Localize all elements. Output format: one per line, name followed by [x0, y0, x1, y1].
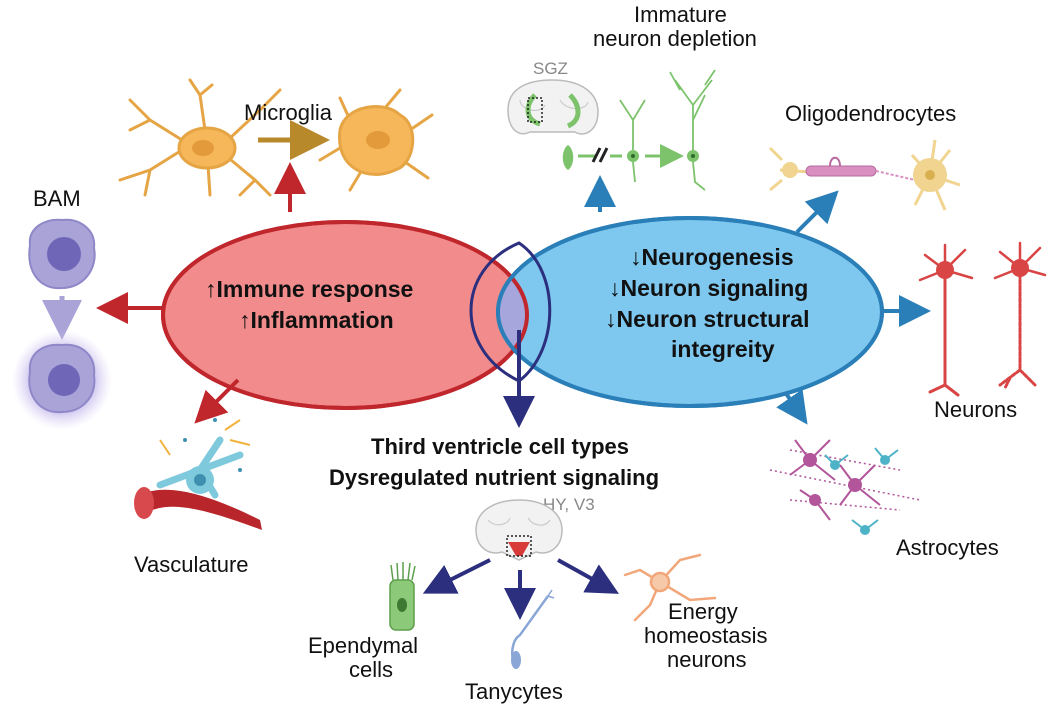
arrow-to-energy-neurons: [557, 558, 619, 594]
arrow-to-astrocytes: [776, 389, 808, 425]
brain-section-hy-icon: [475, 499, 563, 561]
neurons-label: Neurons: [934, 397, 1017, 422]
ependymal-label-line2: cells: [349, 657, 393, 682]
microglia-activated-icon: [318, 88, 434, 192]
arrow-to-vasculature: [194, 378, 240, 424]
bam-activated-cell-icon: [12, 330, 112, 430]
bam-label: BAM: [33, 186, 81, 211]
immature-label-line1: Immature: [634, 2, 727, 27]
integreity-text: integreity: [671, 336, 775, 362]
immature-neurons-icon: [562, 69, 716, 191]
tanycyte-icon: [511, 589, 555, 669]
oligodendrocytes-label: Oligodendrocytes: [785, 101, 956, 126]
brain-section-sgz-icon: [507, 79, 599, 135]
energy-label-line2: homeostasis: [644, 623, 768, 648]
hy-v3-label: HY, V3: [543, 495, 595, 514]
nutrient-signaling-title: Dysregulated nutrient signaling: [329, 465, 659, 490]
sgz-label: SGZ: [533, 59, 568, 78]
bam-cell-icon: [28, 218, 96, 290]
inflammation-text: ↑Inflammation: [239, 307, 394, 333]
immature-label-line2: neuron depletion: [593, 26, 757, 51]
ependymal-cell-icon: [389, 562, 416, 631]
microglia-label: Microglia: [244, 100, 333, 125]
astrocytes-icon: [769, 439, 921, 535]
immune-response-text: ↑Immune response: [205, 276, 413, 302]
third-ventricle-title: Third ventricle cell types: [371, 434, 629, 459]
neuron-structural-text: ↓Neuron structural: [605, 306, 809, 332]
energy-neuron-icon: [623, 553, 717, 622]
microglia-resting-icon: [118, 78, 282, 197]
tanycytes-label: Tanycytes: [465, 679, 563, 704]
neurons-icon: [918, 241, 1047, 397]
neurogenesis-text: ↓Neurogenesis: [630, 244, 794, 270]
ependymal-label-line1: Ependymal: [308, 633, 418, 658]
arrow-to-oligodendrocytes: [795, 190, 839, 234]
vasculature-icon: [134, 418, 262, 530]
oligodendrocyte-icon: [768, 139, 961, 211]
arrow-to-ependymal: [422, 558, 491, 594]
neuron-signaling-text: ↓Neuron signaling: [609, 275, 808, 301]
energy-label-line1: Energy: [668, 599, 738, 624]
arrows: [42, 120, 931, 620]
energy-label-line3: neurons: [667, 647, 747, 672]
astrocytes-label: Astrocytes: [896, 535, 999, 560]
venn-diagram: ↑Immune response ↑Inflammation ↓Neurogen…: [161, 216, 884, 410]
vasculature-label: Vasculature: [134, 552, 249, 577]
